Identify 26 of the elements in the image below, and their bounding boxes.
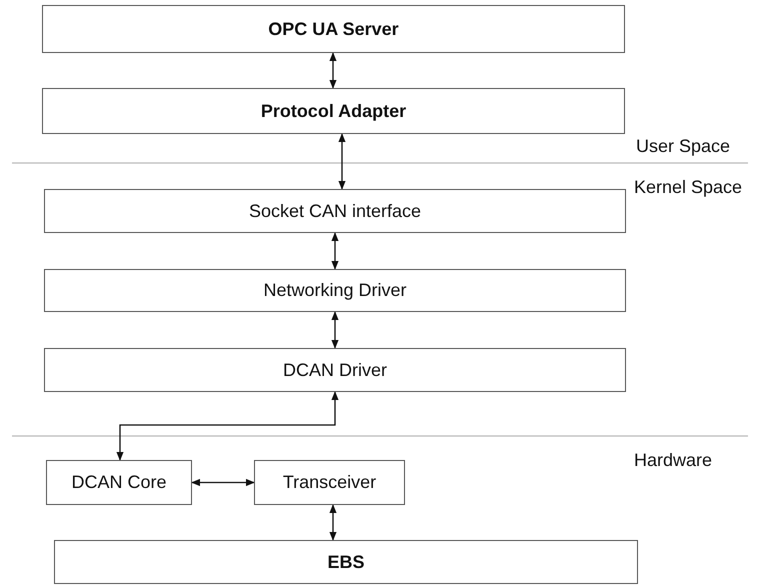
process-box (42, 5, 625, 53)
double-arrow (331, 311, 339, 349)
double-arrow (329, 52, 337, 89)
region-label: User Space (636, 136, 730, 157)
region-label: Hardware (634, 450, 712, 471)
box-label: DCAN Driver (282, 360, 387, 380)
process-box (46, 460, 192, 505)
double-arrow (331, 232, 339, 270)
process-box (44, 348, 626, 392)
box-label: EBS (327, 552, 364, 572)
double-arrow (338, 133, 346, 190)
box-label: Transceiver (282, 472, 376, 493)
box-label: DCAN Core (71, 472, 167, 493)
process-box (54, 540, 638, 584)
double-arrow (116, 391, 339, 461)
process-box (42, 88, 625, 134)
region-label: Kernel Space (634, 177, 742, 198)
box-label: OPC UA Server (268, 18, 399, 40)
process-box (44, 189, 626, 233)
process-box (44, 269, 626, 312)
double-arrow (329, 504, 337, 541)
box-label: Networking Driver (263, 280, 407, 301)
box-label: Socket CAN interface (248, 200, 422, 222)
process-box (254, 460, 405, 505)
box-label: Protocol Adapter (260, 100, 406, 122)
double-arrow (191, 478, 255, 486)
